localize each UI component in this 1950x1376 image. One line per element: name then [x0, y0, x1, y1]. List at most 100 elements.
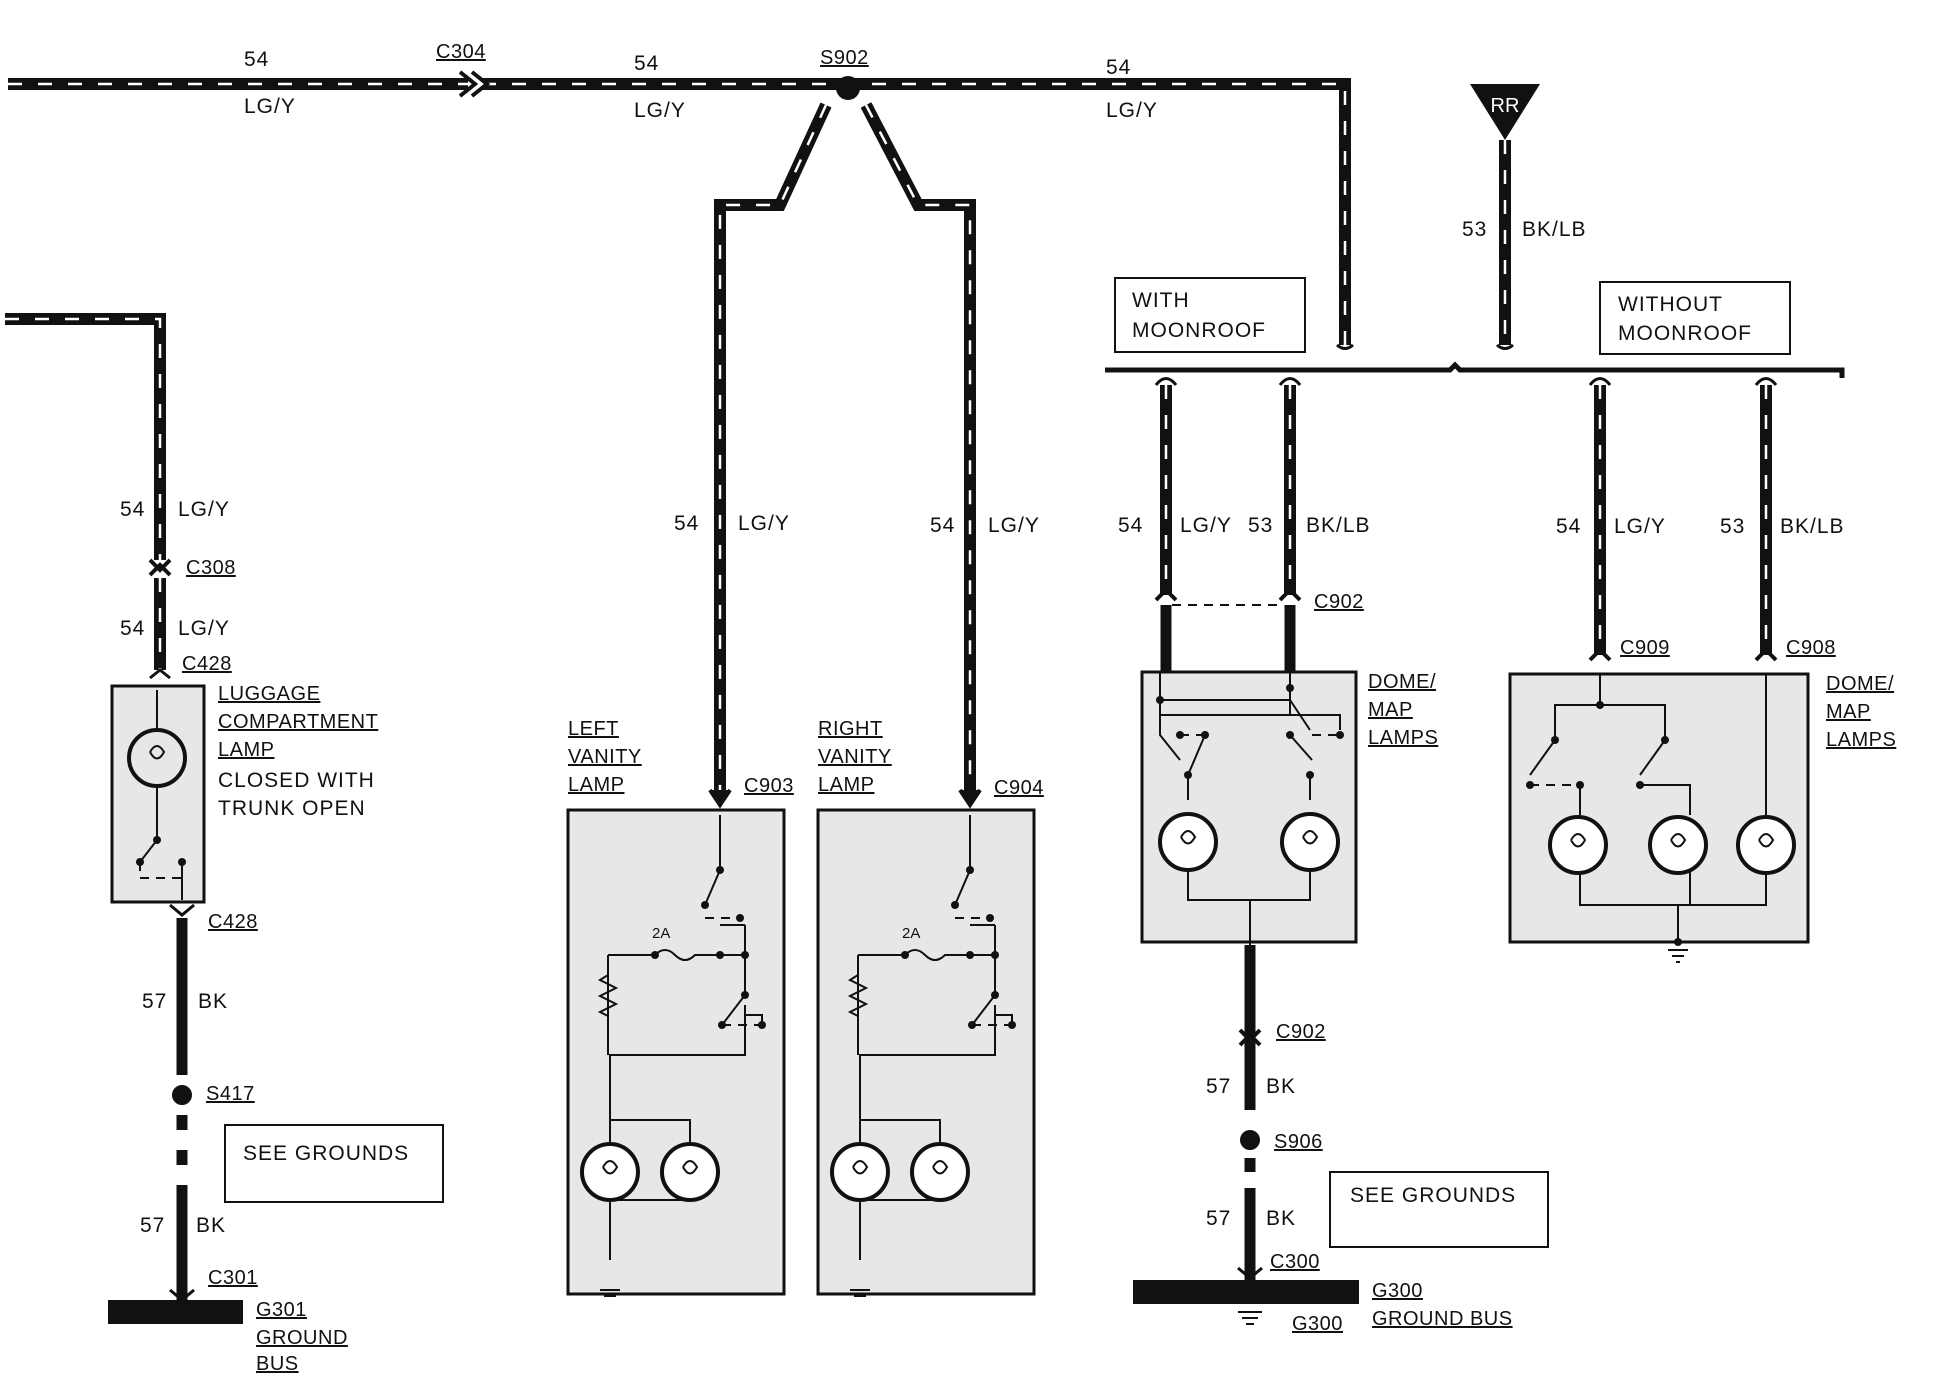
see-grounds-right: SEE GROUNDS [1350, 1184, 1516, 1207]
nomoon-a-circuit: 54 [1556, 515, 1581, 538]
wire-left-vanity [714, 102, 832, 790]
dome-gnd-b-color: BK [1266, 1207, 1296, 1230]
with-moonroof-label-1: WITH [1132, 289, 1190, 312]
nomoon-b-color: BK/LB [1780, 515, 1845, 538]
left-vanity-color: LG/Y [738, 512, 790, 535]
c304-label: C304 [436, 41, 486, 63]
left-vanity-label-3: LAMP [568, 774, 624, 796]
dome-gnd-a-color: BK [1266, 1075, 1296, 1098]
c308-label: C308 [186, 557, 236, 579]
top-left-color: LG/Y [244, 95, 296, 118]
moon-b-circuit: 53 [1248, 514, 1273, 537]
left-vanity-lamp [566, 808, 786, 1297]
luggage-upper-circuit: 54 [120, 498, 145, 521]
dome-map-1-label-1: DOME/ [1368, 671, 1436, 693]
luggage-gnd-a-color: BK [198, 990, 228, 1013]
g300-right-label: G300 [1372, 1280, 1423, 1302]
right-vanity-circuit: 54 [930, 514, 955, 537]
top-right-circuit: 54 [1106, 56, 1131, 79]
with-moonroof-label-2: MOONROOF [1132, 319, 1266, 342]
g300-bottom-label: G300 [1292, 1313, 1343, 1335]
dome-map-1-label-3: LAMPS [1368, 727, 1438, 749]
connector-labels: C304 S902 C308 C428 C428 S417 C301 G301 … [182, 41, 1836, 1375]
with-moonroof-box [1114, 277, 1306, 353]
luggage-lower-circuit: 54 [120, 617, 145, 640]
moon-a-color: LG/Y [1180, 514, 1232, 537]
right-vanity-label-2: VANITY [818, 746, 892, 768]
s417-label: S417 [206, 1083, 255, 1105]
c428-top-label: C428 [182, 653, 232, 675]
g301-ground-bus [108, 1300, 243, 1324]
nomoon-b-circuit: 53 [1720, 515, 1745, 538]
g300-ground-bus [1133, 1280, 1359, 1304]
c902-bottom-label: C902 [1276, 1021, 1326, 1043]
s902-label: S902 [820, 47, 869, 69]
c308-symbol [148, 558, 172, 577]
dome-map-lamps-no-moonroof [1508, 672, 1810, 963]
c903-label: C903 [744, 775, 794, 797]
c902-top-symbol [1154, 587, 1302, 602]
s417-splice [172, 1085, 192, 1105]
top-mid-circuit: 54 [634, 52, 659, 75]
s906-splice [1240, 1130, 1260, 1150]
rr-label: RR [1491, 95, 1520, 117]
fuse-left-label: 2A [652, 925, 670, 942]
luggage-label-1: LUGGAGE [218, 683, 320, 705]
top-mid-color: LG/Y [634, 99, 686, 122]
luggage-label-3: LAMP [218, 739, 274, 761]
dome-map-2-label-3: LAMPS [1826, 729, 1896, 751]
dome-gnd-a-circuit: 57 [1206, 1075, 1231, 1098]
rr-color: BK/LB [1522, 218, 1587, 241]
without-moonroof-label-2: MOONROOF [1618, 322, 1752, 345]
c902-bottom-symbol [1238, 1028, 1262, 1047]
left-vanity-label-1: LEFT [568, 718, 619, 740]
dome-map-2-label-2: MAP [1826, 701, 1871, 723]
moon-b-color: BK/LB [1306, 514, 1371, 537]
left-vanity-label-2: VANITY [568, 746, 642, 768]
dome-map-lamps-moonroof [1140, 670, 1358, 945]
dome-map-1-label-2: MAP [1368, 699, 1413, 721]
see-grounds-left: SEE GROUNDS [243, 1142, 409, 1165]
right-vanity-label-3: LAMP [818, 774, 874, 796]
see-grounds-left-box [224, 1124, 444, 1203]
s902-splice [836, 76, 860, 100]
c304-symbol [458, 70, 491, 98]
wire-labels: 54 LG/Y 54 LG/Y 54 LG/Y 53 BK/LB 54 LG/Y… [120, 48, 1845, 1237]
wire-right-vanity [860, 102, 976, 790]
rr-circuit: 53 [1462, 218, 1487, 241]
c904-label: C904 [994, 777, 1044, 799]
c428-bottom-label: C428 [208, 911, 258, 933]
c908-label: C908 [1786, 637, 1836, 659]
connector-symbols [148, 70, 1778, 1302]
top-right-color: LG/Y [1106, 99, 1158, 122]
luggage-note-2: TRUNK OPEN [218, 797, 366, 820]
nomoon-a-color: LG/Y [1614, 515, 1666, 538]
c300-label: C300 [1270, 1251, 1320, 1273]
top-left-circuit: 54 [244, 48, 269, 71]
option-bus-bar [1105, 361, 1845, 378]
s906-label: S906 [1274, 1131, 1323, 1153]
moon-a-circuit: 54 [1118, 514, 1143, 537]
luggage-gnd-b-circuit: 57 [140, 1214, 165, 1237]
c301-label: C301 [208, 1267, 258, 1289]
ground-bus-left-1: GROUND [256, 1327, 348, 1349]
ground-bus-left-2: BUS [256, 1353, 299, 1375]
right-vanity-color: LG/Y [988, 514, 1040, 537]
without-moonroof-box [1599, 281, 1791, 355]
ground-bus-right: GROUND BUS [1372, 1308, 1513, 1330]
c909-label: C909 [1620, 637, 1670, 659]
wire-top-main [8, 78, 1351, 345]
g301-label: G301 [256, 1299, 307, 1321]
wire-luggage-feed [5, 313, 166, 560]
dome-gnd-b-circuit: 57 [1206, 1207, 1231, 1230]
without-moonroof-label-1: WITHOUT [1618, 293, 1723, 316]
see-grounds-right-box [1329, 1171, 1549, 1248]
fuse-right-label: 2A [902, 925, 920, 942]
right-vanity-label-1: RIGHT [818, 718, 883, 740]
luggage-lower-color: LG/Y [178, 617, 230, 640]
right-vanity-lamp [816, 808, 1036, 1297]
c902-top-label: C902 [1314, 591, 1364, 613]
luggage-gnd-b-color: BK [196, 1214, 226, 1237]
left-vanity-circuit: 54 [674, 512, 699, 535]
